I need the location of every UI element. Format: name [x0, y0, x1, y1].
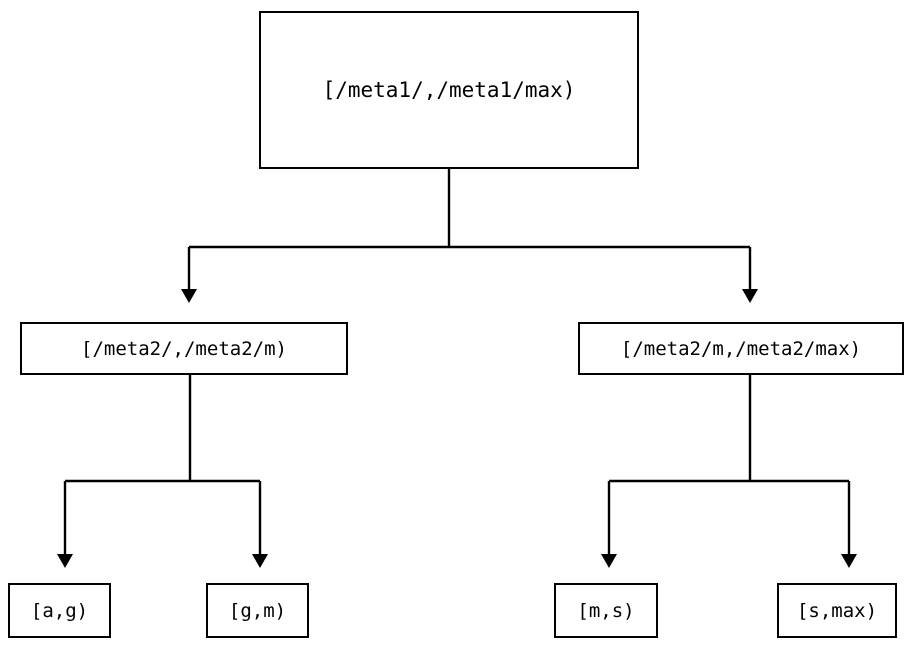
arrowhead-icon — [252, 554, 268, 568]
edge-mid-right-to-leaf-3 — [601, 375, 849, 568]
node-root-label: [/meta1/,/meta1/max) — [322, 78, 576, 102]
arrowhead-icon — [742, 289, 758, 303]
node-mid-right-label: [/meta2/m,/meta2/max) — [620, 337, 862, 360]
node-mid-left[interactable]: [/meta2/,/meta2/m) — [20, 322, 348, 375]
node-leaf-3-label: [m,s) — [577, 599, 635, 622]
node-mid-left-label: [/meta2/,/meta2/m) — [81, 337, 287, 360]
arrowhead-icon — [57, 554, 73, 568]
node-leaf-3[interactable]: [m,s) — [554, 583, 658, 638]
arrowhead-icon — [181, 289, 197, 303]
edge-mid-left-to-leaf-1 — [57, 375, 260, 568]
edge-root-to-mid-right — [742, 247, 758, 303]
edge-mid-right-to-leaf-4 — [841, 481, 857, 568]
node-leaf-4[interactable]: [s,max) — [777, 583, 897, 638]
edge-root-to-mid-left — [181, 169, 750, 303]
edge-mid-left-to-leaf-2 — [252, 481, 268, 568]
node-leaf-2[interactable]: [g,m) — [206, 583, 309, 638]
node-root[interactable]: [/meta1/,/meta1/max) — [259, 11, 639, 169]
node-mid-right[interactable]: [/meta2/m,/meta2/max) — [578, 322, 904, 375]
arrowhead-icon — [601, 554, 617, 568]
node-leaf-4-label: [s,max) — [796, 599, 878, 622]
node-leaf-1[interactable]: [a,g) — [8, 583, 111, 638]
node-leaf-2-label: [g,m) — [228, 599, 287, 622]
node-leaf-1-label: [a,g) — [30, 599, 89, 622]
arrowhead-icon — [841, 554, 857, 568]
